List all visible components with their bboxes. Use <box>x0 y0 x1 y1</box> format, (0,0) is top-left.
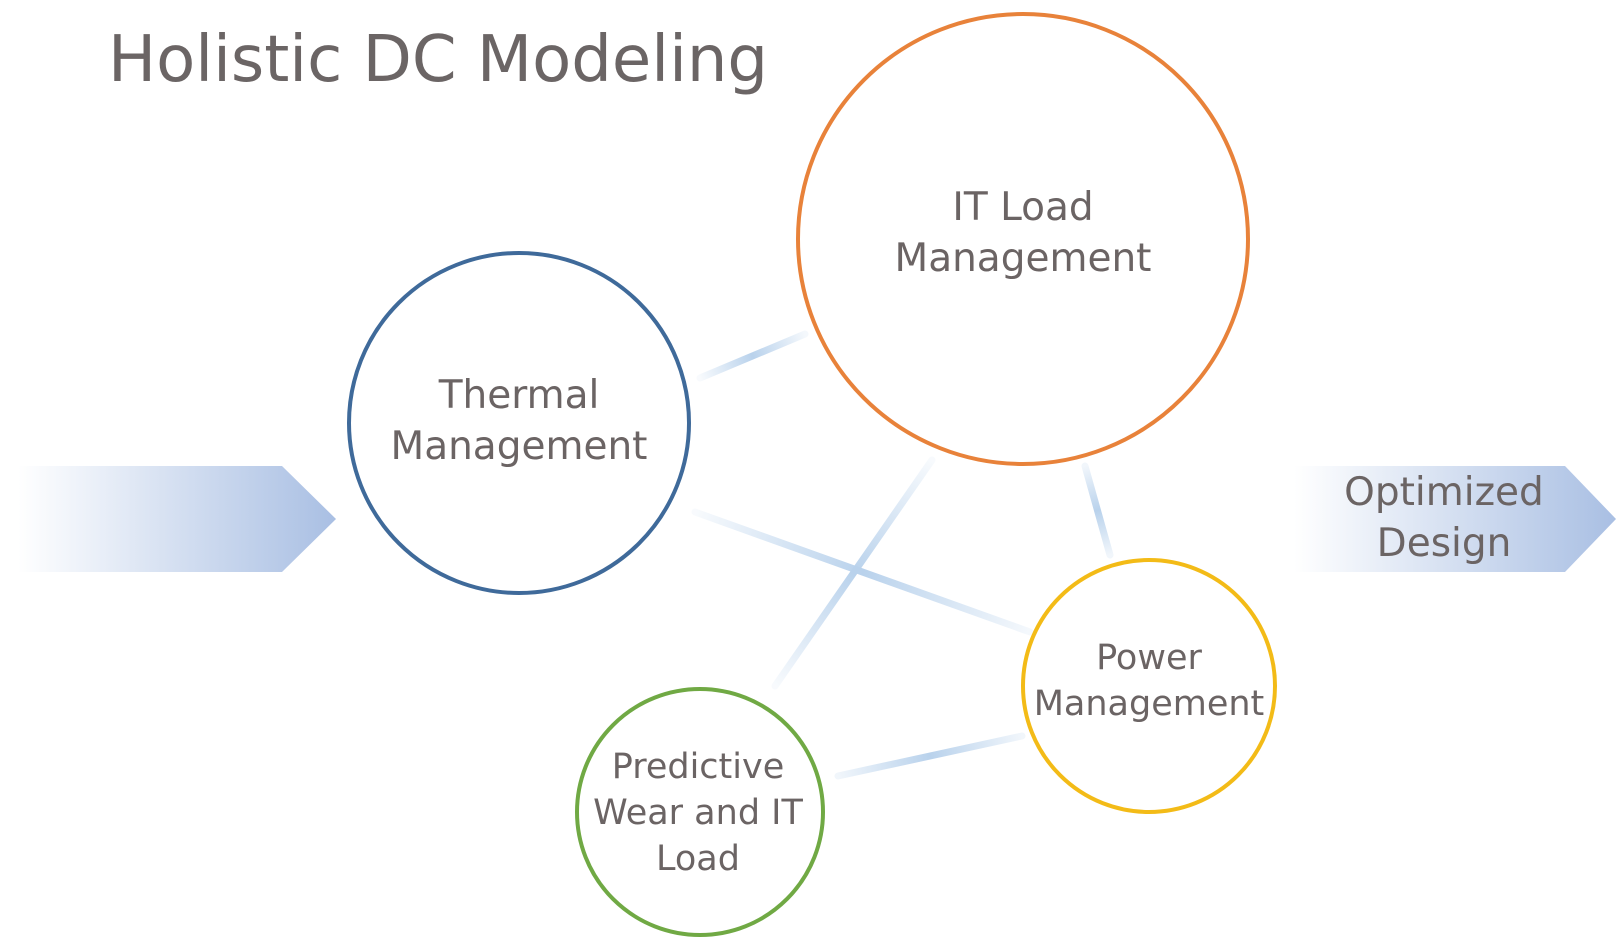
thermal-circle <box>347 251 691 595</box>
power-circle <box>1021 558 1277 814</box>
predictive-circle <box>575 687 825 937</box>
power-label: Power Management <box>1033 638 1265 724</box>
connector-thermal-it-load <box>696 330 809 382</box>
input-arrow <box>18 466 336 572</box>
connector-predictive-power <box>834 732 1026 780</box>
it-load-circle <box>796 12 1250 466</box>
connector-it-load-power <box>1081 462 1114 559</box>
thermal-label: Thermal Management <box>390 373 648 469</box>
connector-it-load-predictive <box>771 456 936 690</box>
predictive-label: Predictive Wear and IT Load <box>593 747 803 879</box>
output-arrow-label: Optimized Design <box>1344 470 1544 566</box>
connector-thermal-power <box>691 508 1034 636</box>
output-arrow <box>1294 466 1616 572</box>
page-title: Holistic DC Modeling <box>108 23 769 97</box>
it-load-label: IT Load Management <box>894 185 1152 281</box>
